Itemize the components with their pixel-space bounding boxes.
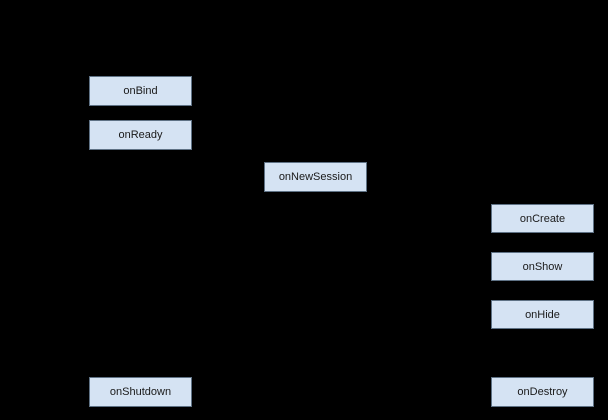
node-oncreate: onCreate [491, 204, 594, 233]
node-onshutdown: onShutdown [89, 377, 192, 407]
node-onhide: onHide [491, 300, 594, 329]
node-onready: onReady [89, 120, 192, 150]
node-onshow: onShow [491, 252, 594, 281]
node-ondestroy: onDestroy [491, 377, 594, 407]
node-onnewsession: onNewSession [264, 162, 367, 192]
node-onbind: onBind [89, 76, 192, 106]
